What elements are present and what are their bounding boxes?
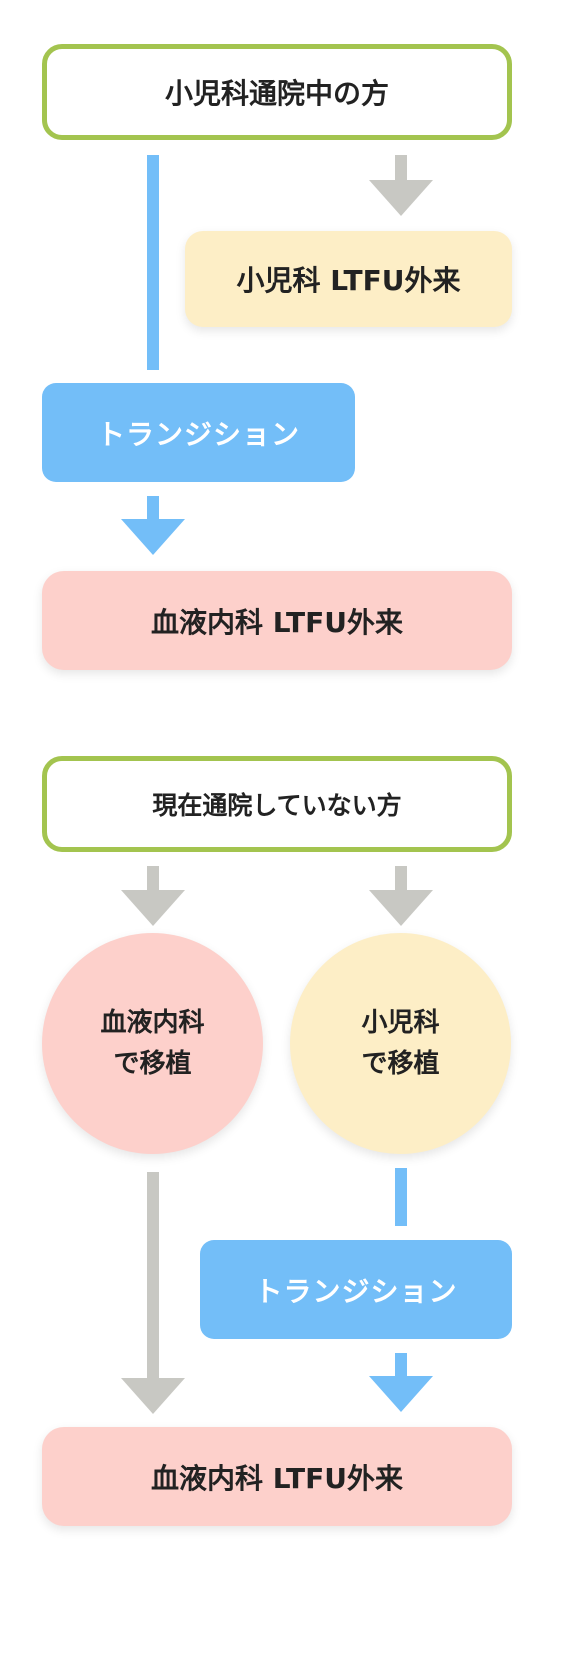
start-box-current-pediatric: 小児科通院中の方 bbox=[42, 44, 512, 140]
circle-label-line1: 小児科 bbox=[361, 1008, 440, 1039]
circle-label-line2: で移植 bbox=[361, 1048, 440, 1079]
start-label: 小児科通院中の方 bbox=[164, 77, 389, 110]
transition-box: トランジション bbox=[42, 383, 355, 482]
circle-label-line1: 血液内科 bbox=[100, 1008, 205, 1039]
hematology-transplant-circle: 血液内科 で移植 bbox=[42, 933, 263, 1154]
arrow-shaft bbox=[147, 1172, 159, 1382]
arrow-down-icon bbox=[369, 1376, 433, 1412]
hematology-ltfu-box: 血液内科 LTFU外来 bbox=[42, 1427, 512, 1526]
transition-box: トランジション bbox=[200, 1240, 512, 1339]
arrow-shaft bbox=[395, 155, 407, 183]
connector-line bbox=[147, 155, 159, 370]
connector-line bbox=[395, 1168, 407, 1226]
transition-label: トランジション bbox=[254, 1274, 458, 1308]
arrow-shaft bbox=[395, 1353, 407, 1379]
pediatric-transplant-circle: 小児科 で移植 bbox=[290, 933, 511, 1154]
arrow-down-icon bbox=[121, 890, 185, 926]
hematology-ltfu-label: 血液内科 LTFU外来 bbox=[151, 1461, 403, 1495]
hematology-ltfu-box: 血液内科 LTFU外来 bbox=[42, 571, 512, 670]
start-label: 現在通院していない方 bbox=[152, 791, 402, 820]
pediatric-ltfu-label: 小児科 LTFU外来 bbox=[236, 264, 461, 297]
arrow-down-icon bbox=[121, 519, 185, 555]
pediatric-ltfu-box: 小児科 LTFU外来 bbox=[185, 231, 512, 327]
arrow-shaft bbox=[147, 866, 159, 894]
transition-label: トランジション bbox=[96, 417, 300, 451]
arrow-shaft bbox=[395, 866, 407, 894]
circle-label-line2: で移植 bbox=[113, 1048, 192, 1079]
arrow-shaft bbox=[147, 496, 159, 522]
start-box-not-currently-visiting: 現在通院していない方 bbox=[42, 756, 512, 852]
arrow-down-icon bbox=[369, 180, 433, 216]
arrow-down-icon bbox=[121, 1378, 185, 1414]
arrow-down-icon bbox=[369, 890, 433, 926]
hematology-ltfu-label: 血液内科 LTFU外来 bbox=[151, 605, 403, 639]
